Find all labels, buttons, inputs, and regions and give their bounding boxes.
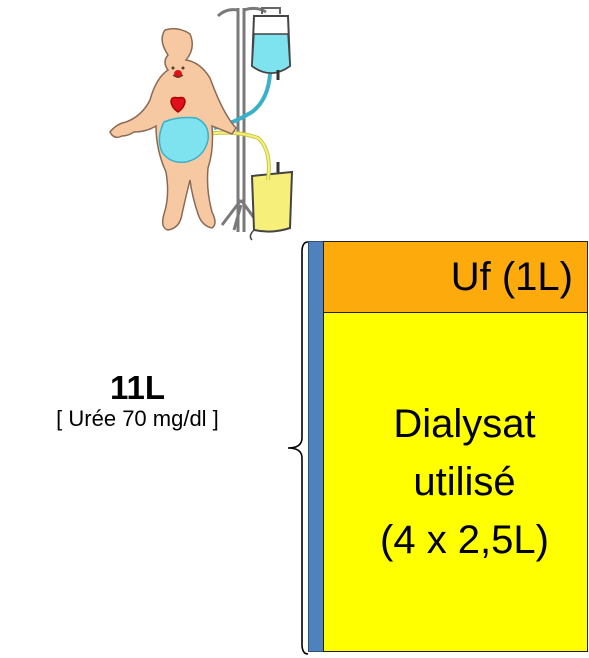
- ultrafiltration-segment: Uf (1L): [324, 242, 587, 313]
- ultrafiltration-label: Uf (1L): [450, 254, 573, 299]
- brace-connector: [287, 241, 309, 655]
- drained-volume-stack: Uf (1L) Dialysat utilisé (4 x 2,5L): [323, 241, 588, 652]
- urea-concentration-label: [ Urée 70 mg/dl ]: [56, 406, 219, 431]
- total-volume-block: 11L [ Urée 70 mg/dl ]: [0, 368, 275, 432]
- drainage-bag-icon: [249, 162, 294, 241]
- peritoneal-dialysis-patient-icon: [109, 6, 294, 241]
- used-dialysate-segment: Dialysat utilisé (4 x 2,5L): [324, 313, 587, 651]
- dialysate-volume-label: (4 x 2,5L): [380, 518, 549, 562]
- fresh-dialysate-bag-icon: [250, 7, 292, 80]
- dialysate-label-line: Dialysat: [393, 402, 536, 446]
- volume-side-bar: [308, 241, 324, 652]
- patient-figure-icon: [109, 27, 237, 231]
- total-volume-label: 11L: [109, 369, 166, 406]
- dialysate-label-line: utilisé: [413, 460, 516, 504]
